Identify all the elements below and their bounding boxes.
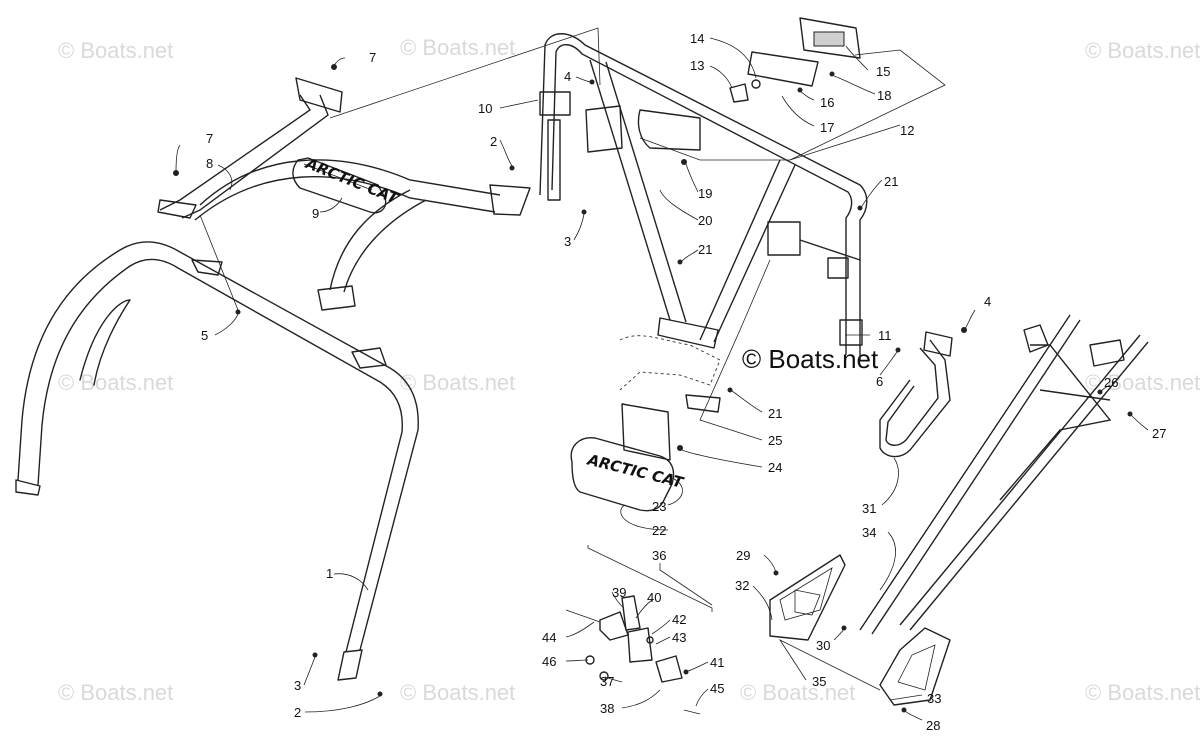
callout-5: 5 — [201, 328, 208, 343]
callout-3: 3 — [294, 678, 301, 693]
callout-14: 14 — [690, 31, 704, 46]
hardware-dots — [173, 64, 1133, 713]
callout-39: 39 — [612, 585, 626, 600]
callout-24: 24 — [768, 460, 782, 475]
callout-21: 21 — [884, 174, 898, 189]
callout-16: 16 — [820, 95, 834, 110]
part-33-footrest — [879, 627, 951, 706]
callout-8: 8 — [206, 156, 213, 171]
callout-18: 18 — [877, 88, 891, 103]
part-22-rear-plate: ARCTIC CAT — [570, 394, 721, 512]
part-32-footrest — [769, 554, 846, 641]
watermark: © Boats.net — [1085, 680, 1200, 705]
callout-15: 15 — [876, 64, 890, 79]
callout-19: 19 — [698, 186, 712, 201]
callout-12: 12 — [900, 123, 914, 138]
watermark: © Boats.net — [58, 680, 173, 705]
watermark: © Boats.net — [1085, 370, 1200, 395]
leader-lines — [175, 27, 1149, 721]
callout-43: 43 — [672, 630, 686, 645]
callout-21: 21 — [698, 242, 712, 257]
part-1-front-hoop — [15, 241, 419, 681]
callout-27: 27 — [1152, 426, 1166, 441]
callout-9: 9 — [312, 206, 319, 221]
callout-33: 33 — [927, 691, 941, 706]
part-12-light-group — [729, 17, 861, 103]
watermark: © Boats.net — [58, 370, 173, 395]
part-36-latch-assembly — [565, 545, 713, 715]
callout-41: 41 — [710, 655, 724, 670]
callout-45: 45 — [710, 681, 724, 696]
center-watermark: © Boats.net — [742, 344, 879, 374]
callout-34: 34 — [862, 525, 876, 540]
callout-7: 7 — [206, 131, 213, 146]
callout-1: 1 — [326, 566, 333, 581]
callout-23: 23 — [652, 499, 666, 514]
callout-31: 31 — [862, 501, 876, 516]
part-8-upper-crossbar — [157, 77, 531, 311]
watermark-layer: © Boats.net © Boats.net © Boats.net © Bo… — [58, 35, 1200, 705]
callout-4: 4 — [984, 294, 991, 309]
callout-28: 28 — [926, 718, 940, 733]
callout-26: 26 — [1104, 375, 1118, 390]
callout-10: 10 — [478, 101, 492, 116]
callout-20: 20 — [698, 213, 712, 228]
callout-2: 2 — [294, 705, 301, 720]
callout-7: 7 — [369, 50, 376, 65]
part-34-long-frame — [859, 314, 1149, 635]
callout-37: 37 — [600, 674, 614, 689]
callout-labels: 1 2 3 2 3 4 4 5 6 7 7 8 9 10 11 12 13 14… — [201, 31, 1166, 733]
callout-13: 13 — [690, 58, 704, 73]
callout-6: 6 — [876, 374, 883, 389]
callout-2: 2 — [490, 134, 497, 149]
callout-42: 42 — [672, 612, 686, 627]
part-9-padded-bar: ARCTIC CAT — [292, 154, 402, 214]
callout-46: 46 — [542, 654, 556, 669]
callout-44: 44 — [542, 630, 556, 645]
ghost-bracket — [619, 335, 721, 391]
callout-40: 40 — [647, 590, 661, 605]
callout-22: 22 — [652, 523, 666, 538]
watermark: © Boats.net — [740, 680, 855, 705]
callout-3: 3 — [564, 234, 571, 249]
callout-25: 25 — [768, 433, 782, 448]
watermark: © Boats.net — [58, 38, 173, 63]
callout-30: 30 — [816, 638, 830, 653]
callout-32: 32 — [735, 578, 749, 593]
watermark: © Boats.net — [400, 680, 515, 705]
callout-21: 21 — [768, 406, 782, 421]
callout-36: 36 — [652, 548, 666, 563]
part-31-side-handle — [879, 331, 953, 458]
callout-29: 29 — [736, 548, 750, 563]
callout-11: 11 — [878, 328, 892, 343]
watermark: © Boats.net — [1085, 38, 1200, 63]
callout-38: 38 — [600, 701, 614, 716]
brand-logo: ARCTIC CAT — [585, 450, 687, 492]
callout-4: 4 — [564, 69, 571, 84]
watermark: © Boats.net — [400, 35, 515, 60]
callout-17: 17 — [820, 120, 834, 135]
part-20-rear-frame — [539, 33, 868, 360]
callout-35: 35 — [812, 674, 826, 689]
watermark: © Boats.net — [400, 370, 515, 395]
